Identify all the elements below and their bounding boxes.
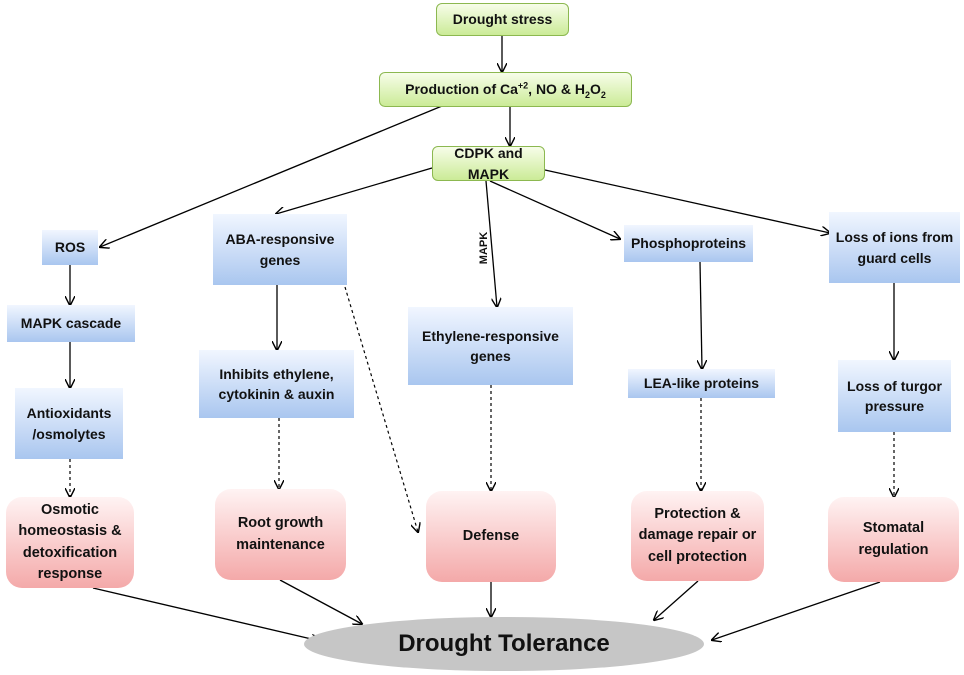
edge-cdpk-to-aba [276, 167, 433, 214]
edge-cdpk-to-phosphoproteins [489, 180, 620, 239]
node-phosphoproteins: Phosphoproteins [624, 225, 753, 262]
edge-phosphoproteins-to-lea [700, 261, 702, 369]
node-mapk-cascade-label: MAPK cascade [20, 315, 122, 332]
node-antioxidants: Antioxidants /osmolytes [15, 388, 123, 459]
node-lea-label: LEA-like proteins [643, 375, 760, 392]
node-aba: ABA-responsive genes [213, 214, 347, 285]
node-osmotic-label: Osmotic homeostasis & detoxification res… [18, 502, 122, 582]
node-antioxidants-label: Antioxidants /osmolytes [26, 405, 112, 442]
node-ros: ROS [42, 230, 98, 265]
node-loss-ions: Loss of ions from guard cells [829, 212, 960, 283]
node-phosphoproteins-label: Phosphoproteins [630, 235, 747, 252]
node-ros-label: ROS [54, 239, 86, 256]
node-root-growth: Root growth maintenance [215, 489, 346, 580]
node-osmotic: Osmotic homeostasis & detoxification res… [6, 497, 134, 588]
edge-root-to-tolerance [279, 579, 362, 624]
node-protection: Protection & damage repair or cell prote… [631, 491, 764, 581]
node-mapk-cascade: MAPK cascade [7, 305, 135, 342]
edge-protection-to-tolerance [654, 580, 699, 620]
node-stomatal: Stomatal regulation [828, 497, 959, 582]
node-production-label: Production of Ca+2, NO & H2O2 [405, 80, 606, 101]
node-inhibits: Inhibits ethylene, cytokinin & auxin [199, 350, 354, 418]
edge-aba-to-defense [344, 286, 418, 532]
edge-stomatal-to-tolerance [712, 581, 881, 640]
node-defense: Defense [426, 491, 556, 582]
node-cdpk-mapk-label: CDPK and MAPK [454, 145, 523, 182]
node-production: Production of Ca+2, NO & H2O2 [379, 72, 632, 107]
edge-production-to-ros [100, 105, 443, 247]
node-ethylene-label: Ethylene-responsive genes [422, 327, 559, 364]
node-cdpk-mapk: CDPK and MAPK [432, 145, 545, 182]
node-drought-stress-label: Drought stress [452, 11, 553, 28]
node-loss-turgor-label: Loss of turgor pressure [847, 377, 942, 414]
node-lea: LEA-like proteins [628, 369, 775, 398]
edge-osmotic-to-tolerance [92, 587, 320, 641]
node-stomatal-label: Stomatal regulation [858, 520, 929, 558]
node-drought-tolerance: Drought Tolerance [304, 617, 704, 671]
node-defense-label: Defense [462, 527, 520, 544]
node-loss-turgor: Loss of turgor pressure [838, 360, 951, 432]
edge-label-mapk: MAPK [478, 231, 491, 265]
node-protection-label: Protection & damage repair or cell prote… [638, 506, 757, 565]
node-root-growth-label: Root growth maintenance [236, 515, 325, 553]
edge-cdpk-to-ethylene [485, 180, 497, 307]
node-drought-stress: Drought stress [436, 3, 569, 36]
node-loss-ions-label: Loss of ions from guard cells [835, 229, 954, 266]
node-aba-label: ABA-responsive genes [225, 231, 335, 268]
node-drought-tolerance-label: Drought Tolerance [398, 629, 610, 657]
node-inhibits-label: Inhibits ethylene, cytokinin & auxin [218, 365, 335, 402]
edge-cdpk-to-loss-ions [544, 169, 830, 233]
node-ethylene: Ethylene-responsive genes [408, 307, 573, 385]
